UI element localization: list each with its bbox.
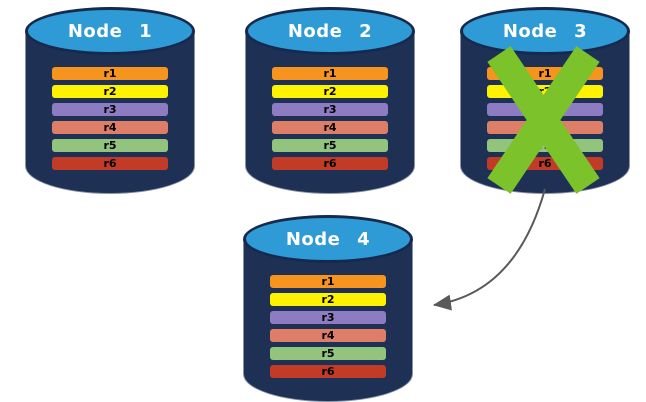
record-r1-bar: r1 [52, 67, 168, 80]
record-r6-bar: r6 [272, 157, 388, 170]
record-r3-bar: r3 [270, 311, 386, 324]
record-r4-bar: r4 [270, 329, 386, 342]
node-1-title: Node 1 [67, 20, 153, 42]
node-4-records: r1 r2 r3 r4 r5 r6 [270, 275, 386, 383]
record-r4-bar: r4 [272, 121, 388, 134]
node-4-cylinder-top: Node 4 [243, 215, 413, 263]
node-2-title: Node 2 [287, 20, 373, 42]
node-2-cylinder: Node 2 r1 r2 r3 r4 r5 r6 [245, 7, 415, 194]
record-r3-bar: r3 [52, 103, 168, 116]
node-2-cylinder-top: Node 2 [245, 7, 415, 55]
record-r6-bar: r6 [52, 157, 168, 170]
node-1-records: r1 r2 r3 r4 r5 r6 [52, 67, 168, 175]
record-r2-bar: r2 [52, 85, 168, 98]
record-r5-bar: r5 [270, 347, 386, 360]
record-r5-bar: r5 [272, 139, 388, 152]
record-r1-bar: r1 [270, 275, 386, 288]
node-3-cylinder-top: Node 3 [460, 7, 630, 55]
record-r2-bar: r2 [270, 293, 386, 306]
record-r5-bar: r5 [52, 139, 168, 152]
record-r1-bar: r1 [272, 67, 388, 80]
node-1-cylinder-top: Node 1 [25, 7, 195, 55]
node-2-records: r1 r2 r3 r4 r5 r6 [272, 67, 388, 175]
record-r3-bar: r3 [272, 103, 388, 116]
node-4-cylinder: Node 4 r1 r2 r3 r4 r5 r6 [243, 215, 413, 402]
record-r6-bar: r6 [270, 365, 386, 378]
node-1-cylinder: Node 1 r1 r2 r3 r4 r5 r6 [25, 7, 195, 194]
record-r2-bar: r2 [272, 85, 388, 98]
node-3-title: Node 3 [502, 20, 588, 42]
record-r4-bar: r4 [52, 121, 168, 134]
failure-x-icon [487, 46, 600, 194]
node-4-title: Node 4 [285, 228, 371, 250]
